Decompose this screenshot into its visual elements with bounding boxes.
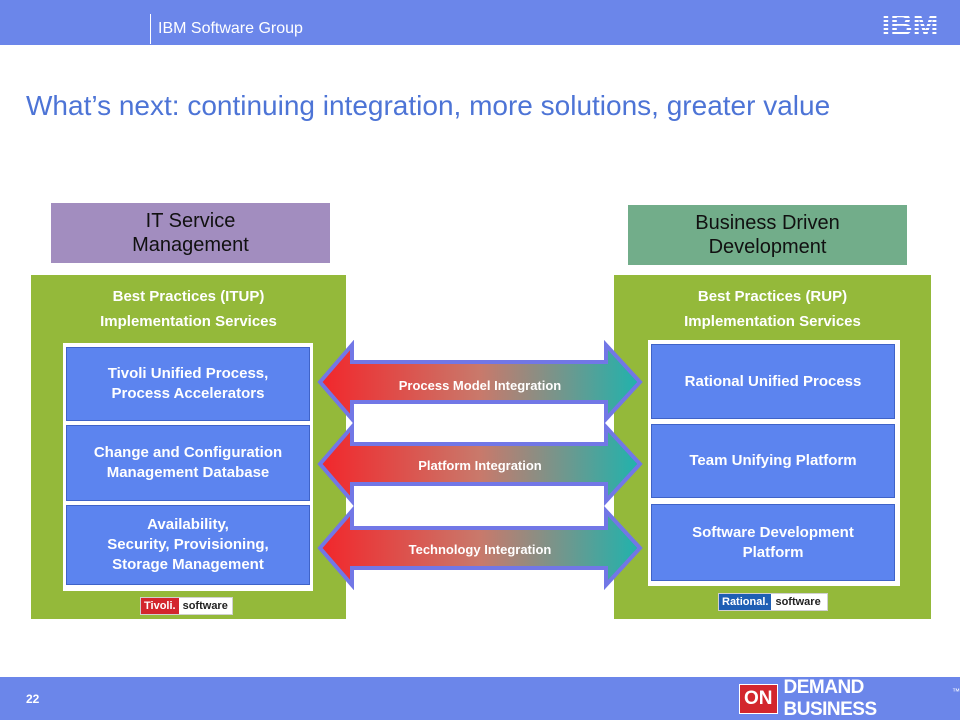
on-demand-business-logo: ON DEMAND BUSINESS ™ <box>739 677 960 720</box>
cell-line: Availability, <box>147 516 229 533</box>
cell-line: Rational Unified Process <box>684 372 862 390</box>
category-line: Development <box>708 236 827 258</box>
arrow-platform <box>317 421 643 507</box>
cell-rational-unified-process: Rational Unified Process <box>651 344 895 419</box>
cell-line: Process Accelerators <box>111 385 265 402</box>
panel-inner: Rational Unified Process Team Unifying P… <box>648 340 900 586</box>
arrow-label: Technology Integration <box>408 542 552 557</box>
panel-subheading: Implementation Services <box>100 313 277 330</box>
category-line: Management <box>132 234 249 256</box>
header-bar: IBM Software Group IBM <box>0 0 960 45</box>
cell-line: Change and Configuration <box>93 444 283 461</box>
cell-line: Security, Provisioning, <box>107 536 269 553</box>
cell-line: Management Database <box>106 464 270 481</box>
category-line: IT Service <box>145 210 236 232</box>
header-divider <box>150 14 151 44</box>
rational-software-logo: Rational. software <box>718 593 828 611</box>
cell-tivoli-unified-process: Tivoli Unified Process, Process Accelera… <box>66 347 310 421</box>
ibm-logo-icon: IBM <box>882 8 939 40</box>
cell-line: Team Unifying Platform <box>689 452 857 469</box>
slide-title: What’s next: continuing integration, mor… <box>26 90 831 121</box>
on-mark: ON <box>739 684 778 714</box>
panel-heading: Best Practices (RUP) <box>697 288 848 305</box>
arrow-technology <box>317 505 643 590</box>
cell-line: Platform <box>742 543 804 561</box>
itup-panel: Best Practices (ITUP) Implementation Ser… <box>31 275 346 619</box>
panel-heading: Best Practices (ITUP) <box>112 288 265 305</box>
brand-mark: Rational. <box>719 594 772 610</box>
page-number: 22 <box>26 692 40 706</box>
cell-change-config-db: Change and Configuration Management Data… <box>66 425 310 501</box>
ibm-logo-text: IBM <box>882 8 939 40</box>
arrow-process-model <box>317 340 643 425</box>
cell-software-development-platform: Software Development Platform <box>651 504 895 581</box>
group-name: IBM Software Group <box>158 20 303 37</box>
cell-line: Storage Management <box>112 556 264 573</box>
arrow-label: Process Model Integration <box>398 378 562 393</box>
cell-line: Software Development <box>692 523 854 541</box>
cell-availability-security: Availability, Security, Provisioning, St… <box>66 505 310 585</box>
trademark: ™ <box>952 687 960 696</box>
brand-word: software <box>775 596 821 608</box>
integration-arrows <box>317 340 643 590</box>
footer-bar <box>0 677 960 720</box>
category-business-driven-development: Business Driven Development <box>628 205 907 265</box>
brand-mark: Tivoli. <box>141 598 179 614</box>
tivoli-software-logo: Tivoli. software <box>140 597 233 615</box>
brand-word: software <box>182 600 228 612</box>
category-it-service-management: IT Service Management <box>51 203 330 263</box>
panel-inner: Tivoli Unified Process, Process Accelera… <box>63 343 313 591</box>
cell-line: Tivoli Unified Process, <box>107 365 269 382</box>
category-line: Business Driven <box>695 212 840 234</box>
demand-business-text: DEMAND BUSINESS <box>783 677 878 720</box>
arrow-label: Platform Integration <box>418 458 542 473</box>
cell-team-unifying-platform: Team Unifying Platform <box>651 424 895 498</box>
panel-subheading: Implementation Services <box>684 313 861 330</box>
rup-panel: Best Practices (RUP) Implementation Serv… <box>614 275 931 619</box>
